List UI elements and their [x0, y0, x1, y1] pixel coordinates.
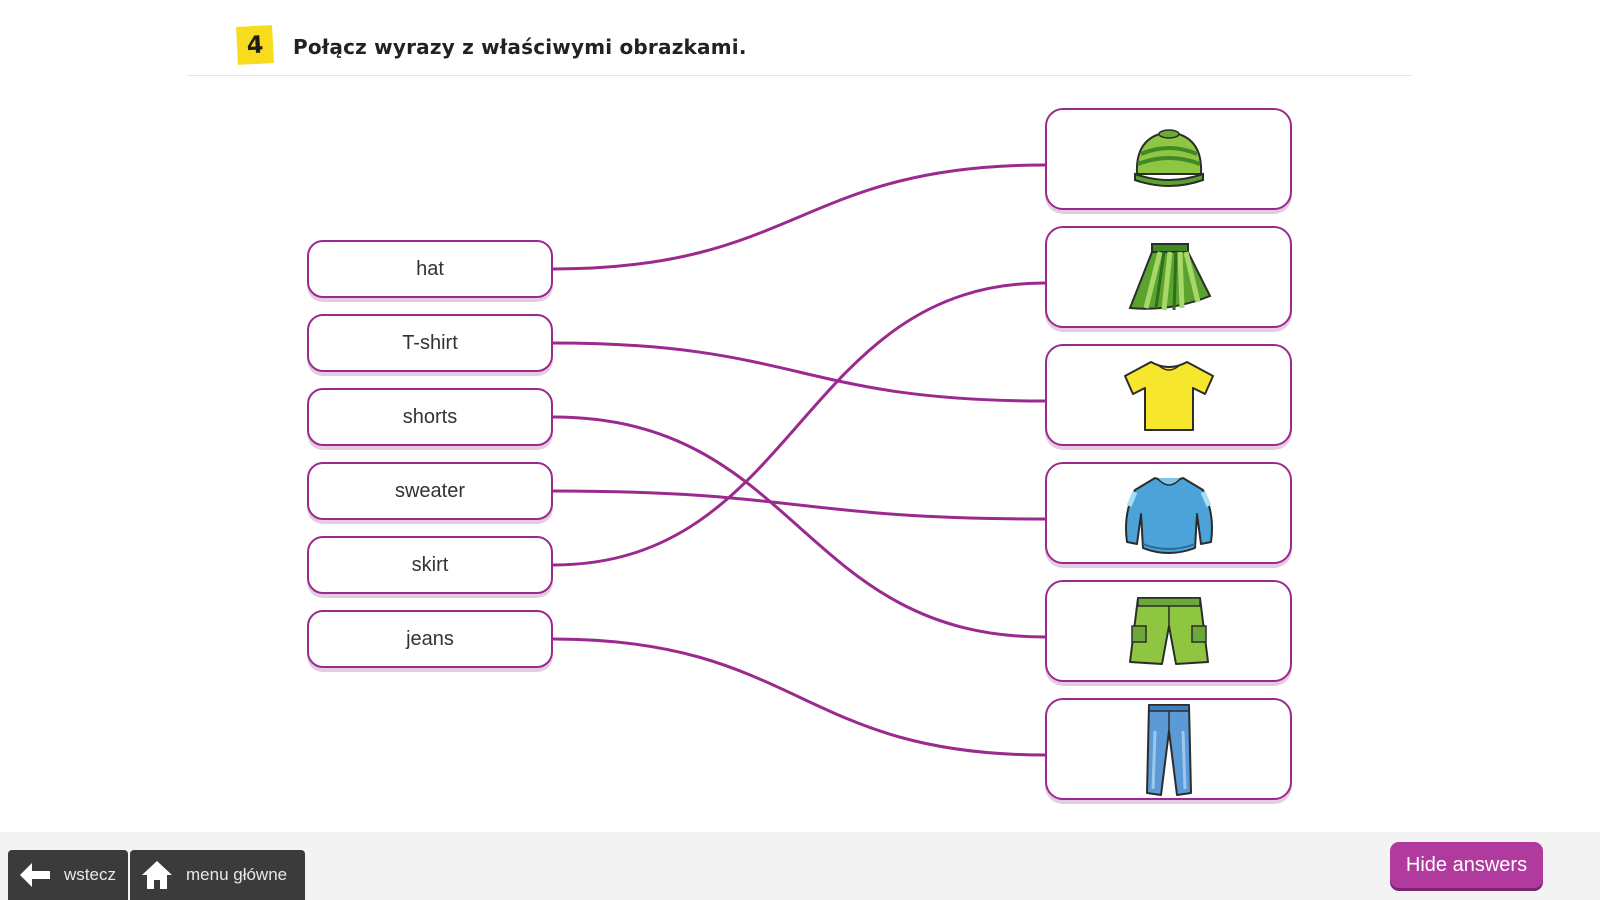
- connection-line: [552, 415, 1046, 639]
- shorts-icon: [1128, 597, 1209, 665]
- main-menu-button[interactable]: menu główne: [130, 850, 305, 900]
- hide-answers-button[interactable]: Hide answers: [1390, 842, 1543, 888]
- word-label: shorts: [402, 405, 458, 428]
- jeans-icon: [1145, 704, 1192, 796]
- word-card-hat[interactable]: hat: [307, 240, 553, 298]
- word-card-skirt[interactable]: skirt: [307, 536, 553, 594]
- main-menu-label: menu główne: [186, 865, 288, 884]
- back-button[interactable]: wstecz: [8, 850, 128, 900]
- exercise-header: 4 Połącz wyrazy z właściwymi obrazkami.: [187, 22, 1412, 76]
- picture-card-skirt[interactable]: [1045, 226, 1292, 328]
- word-card-tshirt[interactable]: T-shirt: [307, 314, 553, 372]
- back-label: wstecz: [64, 865, 116, 884]
- exercise-number: 4: [245, 30, 265, 60]
- word-label: hat: [416, 257, 444, 280]
- sweater-icon: [1124, 477, 1213, 554]
- picture-card-hat[interactable]: [1045, 108, 1292, 210]
- hat-icon: [1133, 129, 1204, 187]
- connection-line: [552, 341, 1046, 403]
- skirt-icon: [1128, 243, 1211, 311]
- picture-card-jeans[interactable]: [1045, 698, 1292, 800]
- word-label: sweater: [394, 479, 466, 502]
- connection-line: [552, 489, 1046, 521]
- connection-line: [552, 163, 1046, 271]
- word-label: T-shirt: [402, 331, 458, 354]
- word-card-sweater[interactable]: sweater: [307, 462, 553, 520]
- footer-bar: wstecz menu główne Hide answers: [0, 832, 1600, 900]
- connection-line: [552, 281, 1046, 567]
- word-label: jeans: [406, 627, 454, 650]
- word-label: skirt: [411, 553, 449, 576]
- arrow-left-icon: [20, 863, 50, 887]
- word-card-shorts[interactable]: shorts: [307, 388, 553, 446]
- picture-card-shorts[interactable]: [1045, 580, 1292, 682]
- exercise-number-badge: 4: [236, 25, 274, 65]
- picture-card-sweater[interactable]: [1045, 462, 1292, 564]
- word-card-jeans[interactable]: jeans: [307, 610, 553, 668]
- tshirt-icon: [1123, 361, 1214, 431]
- connection-line: [552, 637, 1046, 757]
- picture-card-tshirt[interactable]: [1045, 344, 1292, 446]
- exercise-title: Połącz wyrazy z właściwymi obrazkami.: [293, 35, 747, 59]
- home-icon: [142, 861, 172, 889]
